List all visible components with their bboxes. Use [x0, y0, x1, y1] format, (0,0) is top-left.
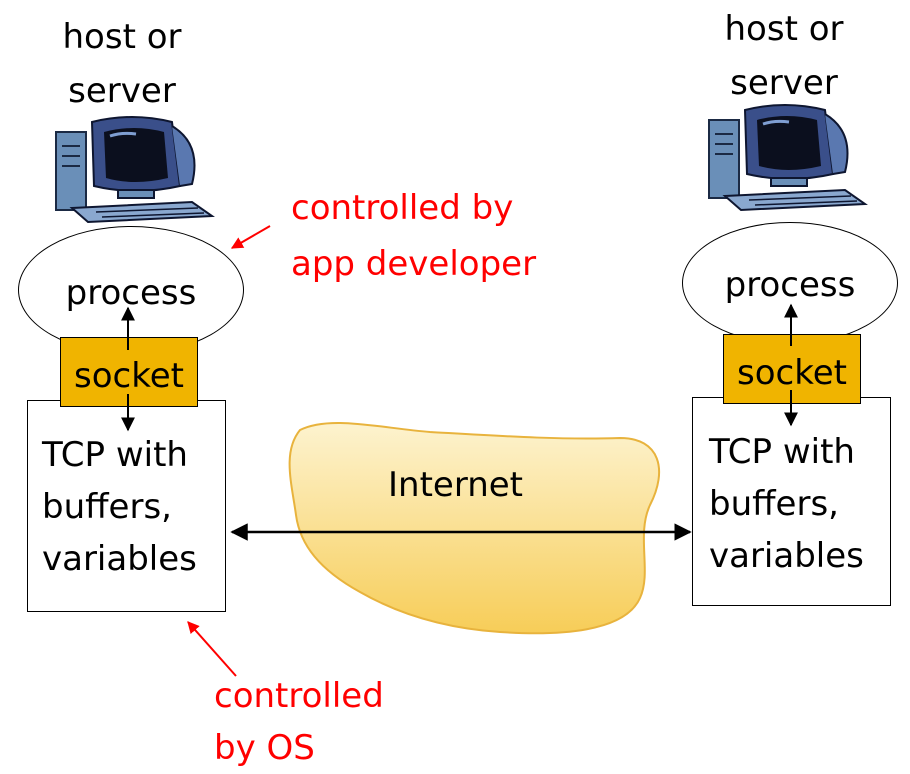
os-line-1: controlled	[214, 676, 384, 716]
right-host-label: host or server	[724, 9, 844, 103]
left-host-label: host or server	[62, 17, 182, 111]
right-tcp-line-2: buffers,	[709, 484, 839, 524]
app-developer-arrow	[230, 225, 271, 249]
left-tcp-line-3: variables	[42, 539, 197, 579]
app-developer-annotation: controlled by app developer	[291, 180, 536, 292]
internet-label: Internet	[388, 465, 524, 505]
os-arrow	[187, 621, 237, 677]
left-process-ellipse: process	[18, 226, 244, 354]
computer-icon	[55, 116, 215, 224]
right-socket-label: socket	[737, 353, 847, 393]
left-tcp-line-1: TCP with	[42, 435, 188, 475]
internet-cloud	[288, 421, 661, 635]
app-developer-line-2: app developer	[291, 244, 537, 284]
right-tcp-line-1: TCP with	[709, 432, 855, 472]
left-socket-label: socket	[74, 356, 184, 396]
left-process-label: process	[65, 273, 197, 313]
right-tcp-box: TCP with buffers, variables	[692, 397, 891, 606]
left-tcp-box: TCP with buffers, variables	[27, 400, 226, 612]
app-developer-line-1: controlled by	[291, 188, 514, 228]
right-process-ellipse: process	[682, 222, 898, 344]
left-tcp-line-2: buffers,	[42, 487, 172, 527]
os-line-2: by OS	[214, 728, 315, 768]
right-tcp-line-3: variables	[709, 536, 864, 576]
os-annotation: controlled by OS	[214, 670, 384, 774]
right-process-label: process	[724, 265, 856, 305]
computer-icon	[708, 104, 868, 212]
